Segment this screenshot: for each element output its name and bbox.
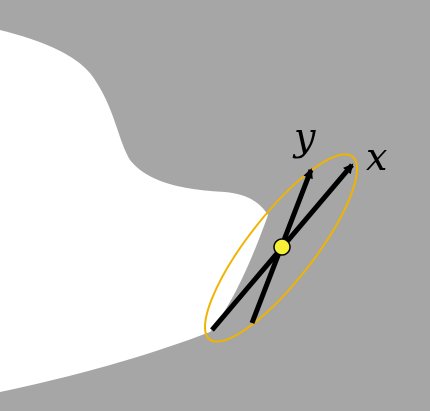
center-point — [273, 238, 291, 256]
y-axis-label: y — [292, 115, 316, 159]
white-region-shape — [0, 30, 268, 392]
x-axis-label: x — [366, 135, 387, 179]
orientation-ellipse — [203, 153, 359, 343]
